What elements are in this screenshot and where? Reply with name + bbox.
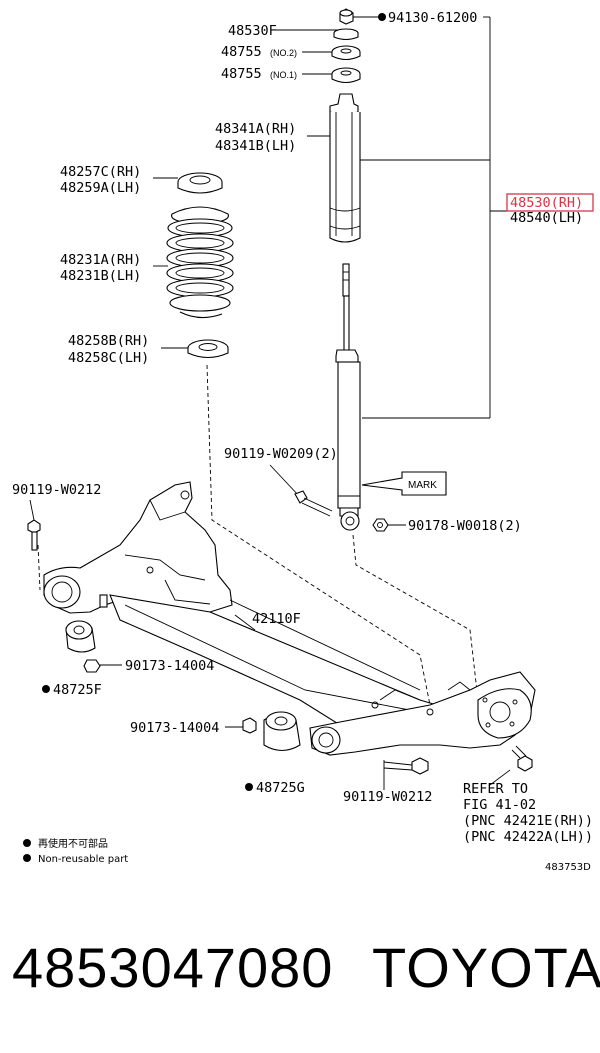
label-48755-no1: 48755 [221,66,262,82]
dashed-guides [37,364,479,706]
diagram-svg: 94130-61200 48530F 48755 (NO.2) 48755 (N… [12,8,594,873]
footer-brand: TOYOTA [372,936,600,999]
axle-beam [43,481,536,756]
nut-absorber-lower [372,518,389,532]
bushing-48725f [65,620,96,653]
washer-right [242,717,257,734]
mount-48530f [333,28,359,41]
diagram-id: 483753D [545,862,591,873]
highlight-box [506,193,594,212]
legend-japanese: 再使用不可部品 [38,837,108,850]
label-48258c: 48258C(LH) [68,350,149,366]
label-90173-14004-a: 90173-14004 [125,658,214,674]
leader-lines [29,16,511,790]
non-reusable-dot [378,13,386,21]
label-42110f: 42110F [252,611,301,627]
label-48257c: 48257C(RH) [60,164,141,180]
label-48231a: 48231A(RH) [60,252,141,268]
label-48755-no2-sub: (NO.2) [270,48,297,58]
label-48530f: 48530F [228,23,277,39]
label-48755-no1-sub: (NO.1) [270,70,297,80]
label-90119-w0212-bottom: 90119-W0212 [343,789,432,805]
bolt-left [27,519,41,551]
label-refer-to: REFER TO [463,781,528,797]
label-48258b: 48258B(RH) [68,333,149,349]
non-reusable-dot [245,783,253,791]
bolt-absorber-upper [294,490,333,517]
footer-part-number: 4853047080 [12,936,334,999]
label-48341a: 48341A(RH) [215,121,296,137]
upper-spring-seat [177,172,223,194]
label-90173-14004-b: 90173-14004 [130,720,219,736]
dust-boot [329,93,361,243]
bolt-bottom [383,757,429,775]
washer-left [83,659,101,673]
label-48725f: 48725F [53,682,102,698]
cushion-no2 [331,45,361,61]
cushion-no1 [331,67,361,84]
coil-spring [166,206,234,319]
label-mark: MARK [408,480,437,491]
legend-dot-en [23,854,31,862]
label-48231b: 48231B(LH) [60,268,141,284]
legend-dot-jp [23,839,31,847]
label-48725g: 48725G [256,780,305,796]
legend-english: Non-reusable part [38,854,128,865]
label-pnc-rh: (PNC 42421E(RH)) [463,813,593,829]
top-nut [339,8,354,25]
label-90119-w0212-left: 90119-W0212 [12,482,101,498]
label-90119-w0209: 90119-W0209(2) [224,446,338,462]
label-48530-rh: 48530(RH) [510,195,583,211]
lower-spring-seat [187,339,229,359]
label-48540-lh: 48540(LH) [510,210,583,226]
label-48259a: 48259A(LH) [60,180,141,196]
bushing-48725g [263,711,301,752]
non-reusable-dot [42,685,50,693]
shock-absorber [335,263,361,531]
label-48341b: 48341B(LH) [215,138,296,154]
label-pnc-lh: (PNC 42422A(LH)) [463,829,593,845]
mark-callout [361,471,447,496]
bolt-right [511,745,533,772]
label-94130-61200: 94130-61200 [388,10,477,26]
label-fig-41-02: FIG 41-02 [463,797,536,813]
label-48755-no2: 48755 [221,44,262,60]
label-90178-w0018: 90178-W0018(2) [408,518,522,534]
